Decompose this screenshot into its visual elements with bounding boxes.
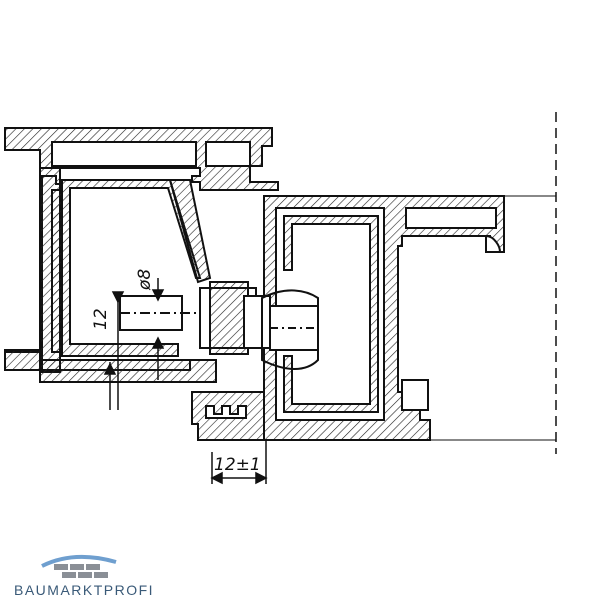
dimension-labels: ø8 12 12±1	[91, 269, 261, 475]
diameter-label: ø8	[135, 269, 155, 291]
bricks-icon	[54, 564, 108, 578]
roof-icon	[41, 554, 117, 568]
right-sash-profile	[263, 195, 505, 441]
hinge-bolt	[119, 281, 319, 370]
brand-name: BAUMARKTPROFI	[14, 582, 155, 598]
height-label: 12	[91, 308, 111, 330]
dimension-lines	[103, 112, 557, 485]
gap-label: 12±1	[214, 455, 261, 475]
brand-logo	[41, 554, 117, 578]
bottom-frame-rail	[191, 391, 265, 441]
